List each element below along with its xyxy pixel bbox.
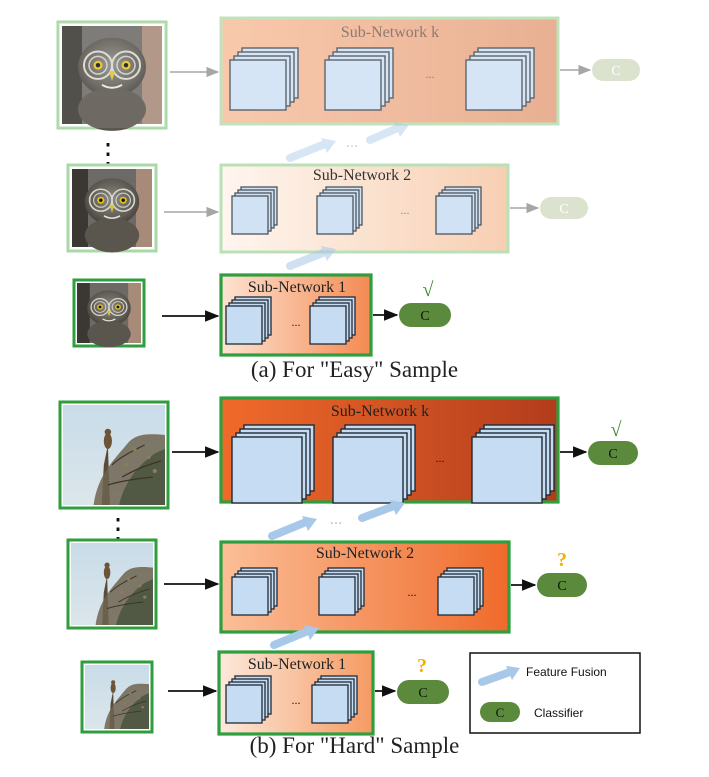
fusion-arrow-icon [286,246,336,270]
legend-feature-fusion-label: Feature Fusion [526,665,607,679]
feature-map-stack-icon [309,296,356,345]
feature-map-stack-icon [437,567,484,616]
easy-classifier-k [592,59,640,81]
feature-map-stack-icon [324,47,394,111]
easy-subnetwork-1-title: Sub-Network 1 [248,279,346,296]
feature-map-stack-icon [471,424,555,504]
feature-map-stack-icon [465,47,535,111]
hard-input-image-2 [66,538,158,630]
hard-classifier-1-label: C [418,686,427,701]
hard-subnetwork-2-title: Sub-Network 2 [316,545,414,562]
hard-subnetwork-k [219,396,560,504]
feature-map-stack-icon [318,567,365,616]
caption-hard-sample: (b) For "Hard" Sample [249,733,460,758]
hard-classifier-2 [537,573,587,597]
feature-map-stack-icon [229,47,299,111]
hard-input-image-1 [80,660,154,734]
easy-classifier-2-label: C [559,202,568,217]
hard-input-image-k [58,400,170,510]
fusion-arrow-icon [366,122,409,144]
feature-map-stack-icon [435,186,482,235]
feature-map-stack-icon [231,424,315,504]
easy-fusion-dots: ... [346,134,358,151]
fusion-arrow-icon [286,138,336,162]
hard-subnetwork-1 [217,650,375,736]
check-mark-icon: √ [423,279,434,301]
fusion-arrow-icon [268,516,317,540]
feature-map-stack-icon [225,675,272,724]
hard-classifier-1 [397,680,449,704]
fusion-arrow-icon [358,500,405,522]
question-mark-icon: ? [417,655,427,677]
feature-map-stack-icon [311,675,358,724]
hard-subnetwork-k-title: Sub-Network k [331,403,429,420]
fusion-arrow-icon [270,625,319,649]
question-mark-icon: ? [557,549,567,571]
easy-subnetwork-2-ellipsis: ... [401,203,410,217]
easy-subnetwork-1 [219,273,373,357]
hard-subnetwork-2 [219,540,511,634]
easy-classifier-k-label: C [611,64,620,79]
check-mark-icon: √ [611,419,622,441]
feature-map-stack-icon [316,186,363,235]
hard-classifier-k-label: C [608,447,617,462]
easy-classifier-1-label: C [420,309,429,324]
easy-input-image-2 [66,163,158,254]
easy-classifier-2 [540,197,588,219]
easy-input-image-k [56,20,168,132]
hard-classifier-k [588,441,638,465]
legend-classifier-letter: C [496,705,505,720]
legend-classifier-label: Classifier [534,706,583,720]
hard-fusion-dots: ... [330,511,342,528]
easy-subnetwork-k [219,16,560,126]
hard-classifier-2-label: C [557,579,566,594]
feature-map-stack-icon [231,567,278,616]
feature-map-stack-icon [225,296,272,345]
easy-subnetwork-k-ellipsis: ... [426,67,435,81]
easy-input-image-1 [72,278,146,348]
easy-classifier-1 [399,303,451,327]
easy-subnetwork-k-title: Sub-Network k [341,24,439,41]
hard-subnetwork-1-ellipsis: ... [292,693,301,707]
hard-subnetwork-k-ellipsis: ... [436,451,445,465]
legend: Feature Fusion C Classifier [469,652,641,734]
feature-map-stack-icon [332,424,416,504]
easy-subnetwork-2-title: Sub-Network 2 [313,167,411,184]
hard-subnetwork-1-title: Sub-Network 1 [248,656,346,673]
feature-map-stack-icon [231,186,278,235]
easy-subnetwork-2 [219,163,510,254]
caption-easy-sample: (a) For "Easy" Sample [250,357,459,382]
easy-subnetwork-1-ellipsis: ... [292,315,301,329]
legend-classifier-swatch [480,702,520,722]
fusion-arrow-icon [478,666,520,686]
hard-subnetwork-2-ellipsis: ... [408,585,417,599]
